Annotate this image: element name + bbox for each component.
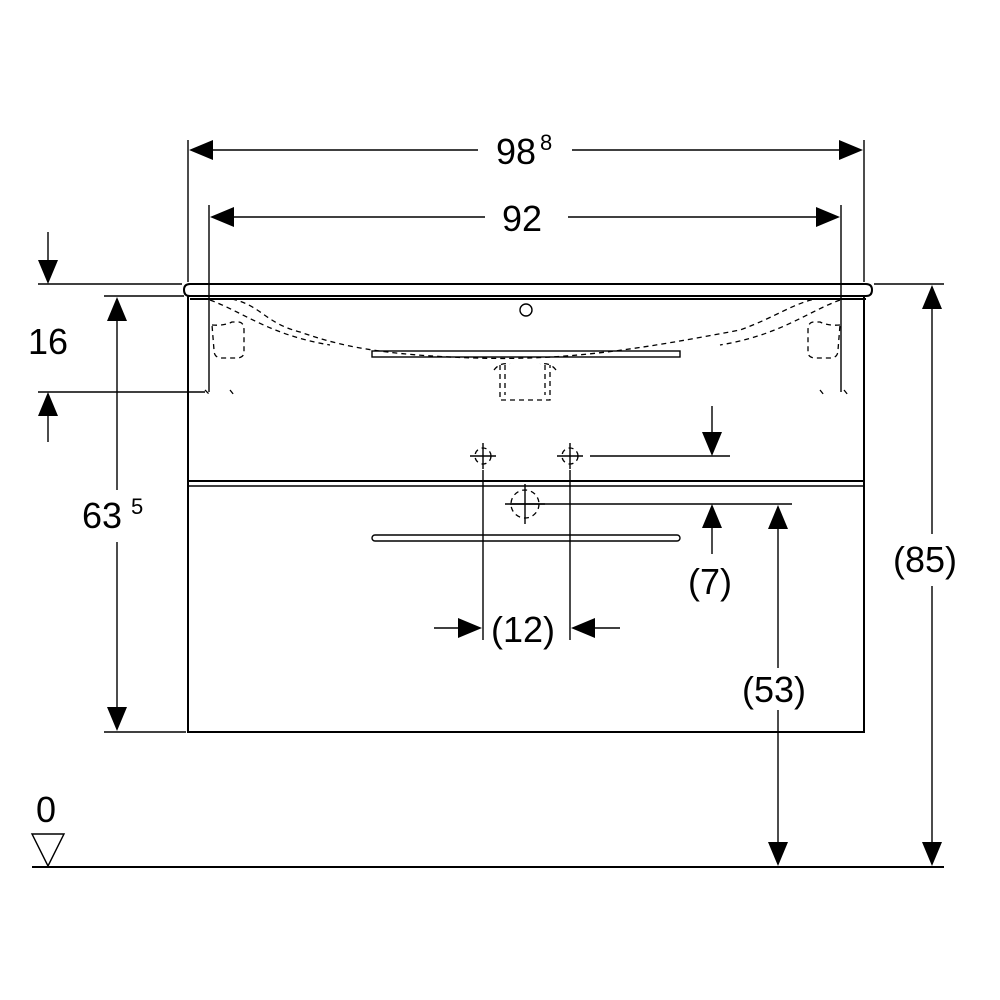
washbasin [182, 283, 874, 401]
basin-top [182, 283, 874, 297]
overall-width-label: 98 [496, 131, 536, 172]
cabinet [187, 295, 865, 733]
tap-spacing-label: (12) [491, 609, 555, 650]
dim-basin-width: 92 [208, 198, 842, 392]
floor-level: 0 [30, 789, 944, 868]
bracket-left-hidden [211, 321, 245, 359]
drain-offset-label: (7) [688, 561, 732, 602]
dim-drain-offset: (7) [590, 406, 732, 602]
overall-width-superscript: 8 [540, 130, 552, 155]
floor-level-label: 0 [36, 789, 56, 830]
basin-bottom [371, 350, 681, 358]
drain-height-label: (53) [742, 669, 806, 710]
dim-cabinet-height: 63 5 [82, 295, 186, 733]
dim-total-height: (85) [874, 283, 957, 866]
bracket-right-hidden [807, 321, 841, 359]
basin-bowl-hidden [231, 298, 816, 360]
dim-tap-spacing: (12) [434, 470, 620, 650]
basin-width-label: 92 [502, 198, 542, 239]
cabinet-outline [187, 295, 865, 733]
top-thickness-label: 16 [28, 321, 68, 362]
cabinet-height-superscript: 5 [131, 494, 143, 519]
dim-drain-height: (53) [510, 503, 806, 866]
drawer-handle [371, 534, 681, 542]
drain-outlet-hidden [493, 362, 557, 401]
level-marker-icon [30, 833, 66, 868]
dim-overall-width: 98 8 [187, 130, 865, 282]
dim-top-thickness: 16 [28, 232, 205, 442]
mount-point-right [557, 443, 583, 469]
cabinet-height-label: 63 [82, 495, 122, 536]
mounting-points [470, 443, 583, 524]
total-height-label: (85) [893, 539, 957, 580]
overflow-hole [519, 303, 533, 317]
mount-point-left [470, 443, 496, 469]
